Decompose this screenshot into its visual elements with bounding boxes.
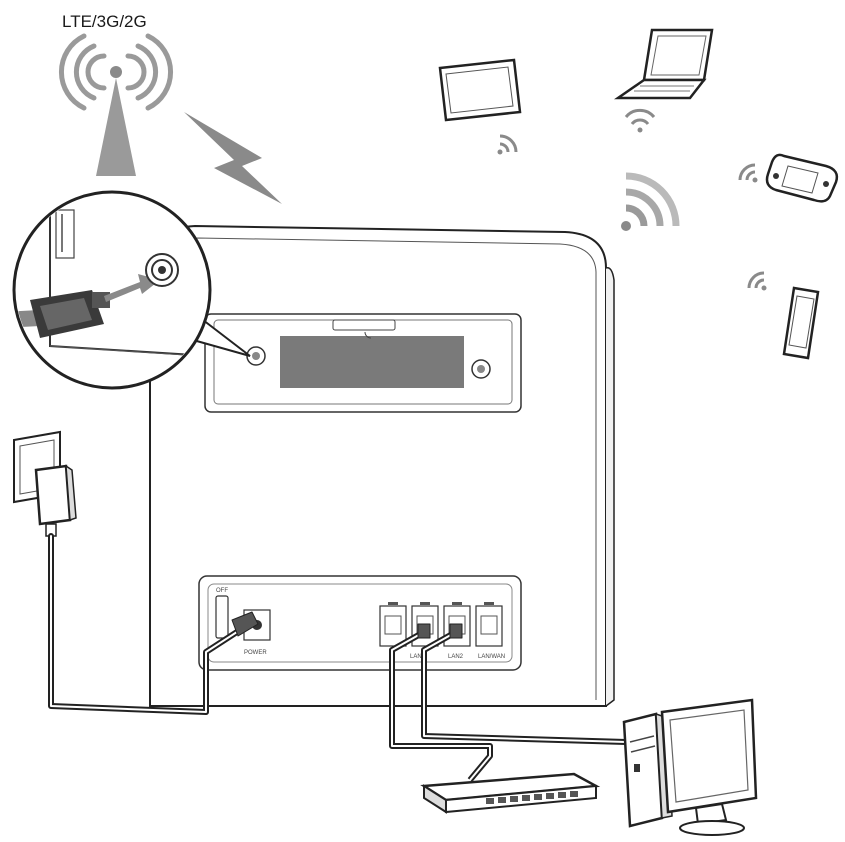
lan-wan-port[interactable] — [475, 602, 503, 647]
phone-wifi-icon — [747, 271, 767, 291]
game-console-icon — [765, 153, 839, 203]
antenna-connector-callout — [12, 190, 251, 390]
lan-port-label: LAN — [410, 654, 422, 660]
network-type-label: LTE/3G/2G — [62, 12, 147, 31]
lightning-bolt-icon — [184, 112, 282, 204]
lan2-port-label: LAN2 — [448, 654, 464, 660]
desktop-computer-icon — [622, 698, 758, 836]
lan-wan-port-label: LAN/WAN — [478, 654, 505, 660]
console-wifi-icon — [738, 163, 758, 183]
wifi-signal-icon — [621, 172, 680, 231]
lan-port-1[interactable] — [379, 602, 407, 647]
lan-cable-to-switch — [389, 623, 493, 782]
smartphone-icon — [782, 286, 820, 360]
network-switch-icon — [420, 772, 601, 814]
laptop-icon — [613, 28, 714, 100]
power-cable — [48, 533, 259, 715]
router: OFF POWER — [149, 224, 615, 707]
power-switch-label: OFF — [216, 588, 228, 594]
laptop-wifi-icon — [624, 108, 656, 133]
power-switch[interactable] — [215, 595, 229, 639]
tablet-icon — [438, 58, 522, 122]
tablet-wifi-icon — [497, 134, 518, 155]
antenna-panel — [204, 313, 522, 413]
power-port-label: POWER — [244, 650, 267, 656]
cell-tower-icon — [59, 33, 173, 176]
lan-cable-to-computer — [421, 623, 627, 745]
power-adapter-icon — [34, 464, 77, 537]
